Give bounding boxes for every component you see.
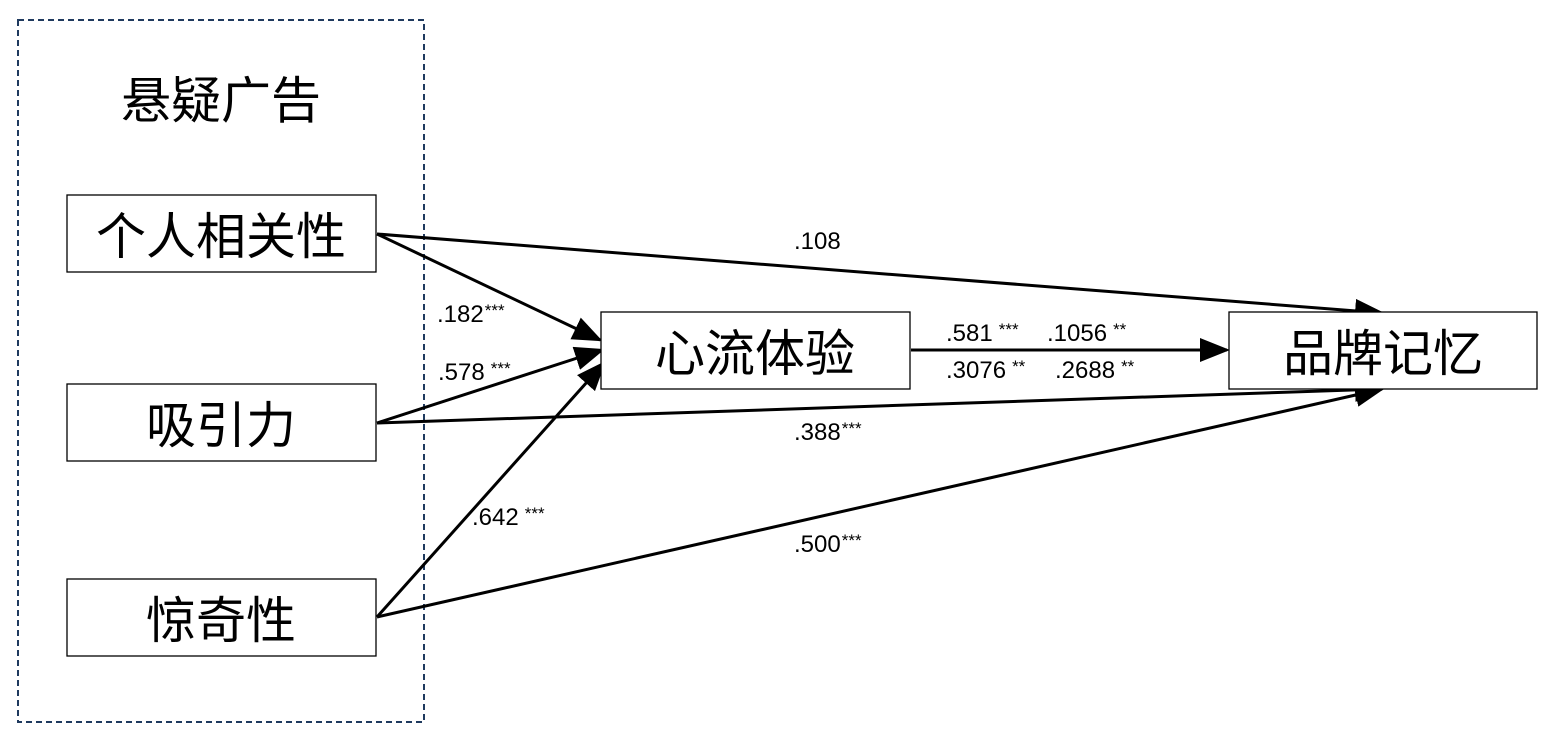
edge-attract-to-flow <box>376 346 605 425</box>
node-brand-memory: 品牌记忆 <box>1228 311 1538 390</box>
coef-personal-to-flow: .182*** <box>437 301 505 328</box>
edge-personal-to-brand <box>376 232 1385 323</box>
node-attractiveness: 吸引力 <box>66 383 377 462</box>
coef-personal-to-brand: .108 <box>794 228 841 255</box>
coef-flow-to-brand-a: .581*** <box>946 320 1019 347</box>
node-personal-relevance: 个人相关性 <box>66 194 377 273</box>
node-surprise: 惊奇性 <box>66 578 377 657</box>
node-flow-experience-label: 心流体验 <box>655 325 855 383</box>
node-flow-experience: 心流体验 <box>600 311 911 390</box>
node-attractiveness-label: 吸引力 <box>146 397 296 455</box>
coef-attract-to-flow: .578*** <box>438 359 511 386</box>
edge-surprise-to-brand <box>376 383 1385 619</box>
suspense-ad-group-box <box>17 19 425 723</box>
node-personal-relevance-label: 个人相关性 <box>96 208 346 266</box>
coef-surprise-to-flow: .642*** <box>472 504 545 531</box>
coef-flow-to-brand-c: .3076** <box>946 357 1026 384</box>
edge-surprise-to-flow <box>375 360 606 618</box>
coef-flow-to-brand-b: .1056** <box>1047 320 1127 347</box>
coef-flow-to-brand-d: .2688** <box>1055 357 1135 384</box>
edge-attract-to-brand <box>376 377 1385 425</box>
group-title: 悬疑广告 <box>121 72 321 130</box>
coef-attract-to-brand: .388*** <box>794 419 862 446</box>
node-brand-memory-label: 品牌记忆 <box>1283 325 1483 383</box>
node-surprise-label: 惊奇性 <box>146 592 296 650</box>
edge-personal-to-flow <box>376 232 603 342</box>
coef-surprise-to-brand: .500*** <box>794 531 862 558</box>
